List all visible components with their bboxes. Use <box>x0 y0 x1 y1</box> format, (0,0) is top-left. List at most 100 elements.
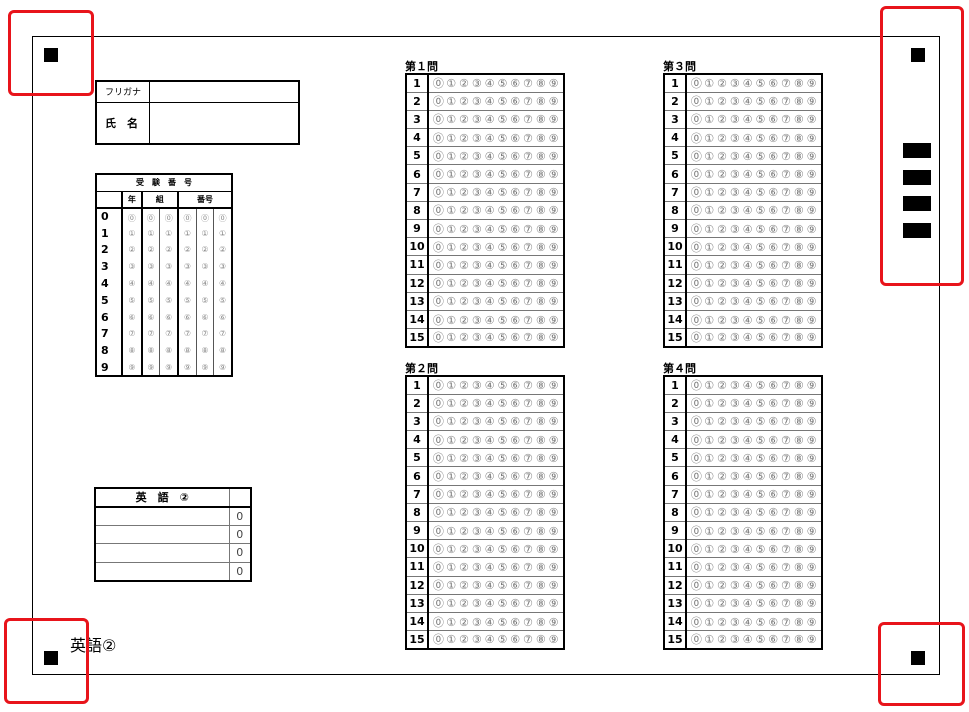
answer-bubble[interactable]: ⑨ <box>548 277 559 291</box>
answer-bubble[interactable]: ② <box>717 222 727 236</box>
answer-bubble[interactable]: ④ <box>742 77 753 91</box>
answer-bubble[interactable]: ⑨ <box>548 77 559 91</box>
answer-bubble[interactable]: ③ <box>729 579 740 593</box>
answer-bubble[interactable]: ② <box>717 633 727 647</box>
answer-bubble[interactable]: ⑥ <box>768 113 779 127</box>
answer-bubble[interactable]: ⑧ <box>535 222 546 236</box>
exam-bubble[interactable]: ③ <box>141 258 160 276</box>
answer-bubble[interactable]: ① <box>446 313 457 327</box>
answer-bubble[interactable]: ⑧ <box>793 240 804 254</box>
answer-bubble[interactable]: ② <box>459 506 469 520</box>
answer-bubble[interactable]: ② <box>717 131 727 145</box>
answer-bubble[interactable]: ⑧ <box>793 397 804 411</box>
answer-bubble[interactable]: ④ <box>742 542 753 556</box>
answer-bubble[interactable]: ⓪ <box>690 397 702 411</box>
exam-bubble[interactable]: ② <box>159 241 180 259</box>
answer-bubble[interactable]: ⑧ <box>793 168 804 182</box>
answer-bubble[interactable]: ⑨ <box>806 168 817 182</box>
answer-bubble[interactable]: ⑥ <box>768 397 779 411</box>
answer-bubble[interactable]: ⑨ <box>548 597 559 611</box>
exam-bubble[interactable]: ⓪ <box>195 208 214 225</box>
answer-bubble[interactable]: ⑧ <box>535 379 546 393</box>
answer-bubble[interactable]: ⑨ <box>806 186 817 200</box>
answer-bubble[interactable]: ⑦ <box>523 379 533 393</box>
answer-bubble[interactable]: ② <box>717 470 727 484</box>
answer-bubble[interactable]: ⑨ <box>548 633 559 647</box>
answer-bubble[interactable]: ⑨ <box>548 258 559 272</box>
answer-bubble[interactable]: ① <box>446 222 457 236</box>
answer-bubble[interactable]: ⑨ <box>548 451 559 465</box>
answer-bubble[interactable]: ⑨ <box>806 113 817 127</box>
exam-bubble[interactable]: ④ <box>141 275 160 292</box>
answer-bubble[interactable]: ⑦ <box>523 113 533 127</box>
exam-bubble[interactable]: ③ <box>195 258 214 276</box>
answer-bubble[interactable]: ⑧ <box>535 470 546 484</box>
answer-bubble[interactable]: ⑤ <box>497 470 508 484</box>
answer-bubble[interactable]: ④ <box>484 204 495 218</box>
answer-bubble[interactable]: ⑦ <box>523 149 533 163</box>
answer-bubble[interactable]: ⑦ <box>523 506 533 520</box>
answer-bubble[interactable]: ⓪ <box>690 415 702 429</box>
exam-bubble[interactable]: ⑧ <box>213 342 232 360</box>
answer-bubble[interactable]: ⓪ <box>432 597 444 611</box>
answer-bubble[interactable]: ⑥ <box>510 379 521 393</box>
answer-bubble[interactable]: ⑥ <box>768 240 779 254</box>
answer-bubble[interactable]: ⑦ <box>523 258 533 272</box>
answer-bubble[interactable]: ⓪ <box>432 204 444 218</box>
answer-bubble[interactable]: ④ <box>742 95 753 109</box>
answer-bubble[interactable]: ⑧ <box>535 579 546 593</box>
answer-bubble[interactable]: ⑨ <box>806 506 817 520</box>
answer-bubble[interactable]: ⑤ <box>497 579 508 593</box>
answer-bubble[interactable]: ⑥ <box>768 524 779 538</box>
answer-bubble[interactable]: ⑥ <box>510 415 521 429</box>
answer-bubble[interactable]: ⓪ <box>690 597 702 611</box>
answer-bubble[interactable]: ⑨ <box>548 524 559 538</box>
answer-bubble[interactable]: ② <box>459 313 469 327</box>
exam-bubble[interactable]: ⑧ <box>195 342 214 360</box>
answer-bubble[interactable]: ③ <box>729 470 740 484</box>
answer-bubble[interactable]: ⑥ <box>510 597 521 611</box>
answer-bubble[interactable]: ③ <box>729 131 740 145</box>
answer-bubble[interactable]: ③ <box>729 415 740 429</box>
answer-bubble[interactable]: ③ <box>471 597 482 611</box>
answer-bubble[interactable]: ⓪ <box>690 222 702 236</box>
answer-bubble[interactable]: ④ <box>484 95 495 109</box>
answer-bubble[interactable]: ③ <box>729 313 740 327</box>
answer-bubble[interactable]: ② <box>717 313 727 327</box>
answer-bubble[interactable]: ① <box>704 415 715 429</box>
answer-bubble[interactable]: ⑥ <box>510 470 521 484</box>
answer-bubble[interactable]: ⑤ <box>497 597 508 611</box>
answer-bubble[interactable]: ⑥ <box>510 204 521 218</box>
answer-bubble[interactable]: ⑦ <box>523 331 533 345</box>
answer-bubble[interactable]: ② <box>717 149 727 163</box>
answer-bubble[interactable]: ⓪ <box>690 331 702 345</box>
answer-bubble[interactable]: ⑤ <box>755 258 766 272</box>
exam-bubble[interactable]: ⑨ <box>121 359 143 376</box>
answer-bubble[interactable]: ② <box>459 222 469 236</box>
answer-bubble[interactable]: ① <box>446 95 457 109</box>
answer-bubble[interactable]: ⑤ <box>755 488 766 502</box>
answer-bubble[interactable]: ② <box>717 433 727 447</box>
answer-bubble[interactable]: ⑥ <box>768 433 779 447</box>
answer-bubble[interactable]: ⑤ <box>755 168 766 182</box>
answer-bubble[interactable]: ⑨ <box>806 633 817 647</box>
answer-bubble[interactable]: ② <box>459 633 469 647</box>
answer-bubble[interactable]: ④ <box>484 379 495 393</box>
answer-bubble[interactable]: ⑨ <box>548 506 559 520</box>
answer-bubble[interactable]: ⓪ <box>690 258 702 272</box>
exam-bubble[interactable]: ⑦ <box>141 325 160 343</box>
exam-bubble[interactable]: ⑤ <box>159 291 180 309</box>
answer-bubble[interactable]: ⑦ <box>781 597 791 611</box>
answer-bubble[interactable]: ② <box>717 168 727 182</box>
answer-bubble[interactable]: ⓪ <box>690 488 702 502</box>
answer-bubble[interactable]: ⓪ <box>432 131 444 145</box>
answer-bubble[interactable]: ⑨ <box>806 542 817 556</box>
answer-bubble[interactable]: ⓪ <box>432 451 444 465</box>
answer-bubble[interactable]: ① <box>446 149 457 163</box>
answer-bubble[interactable]: ③ <box>729 488 740 502</box>
answer-bubble[interactable]: ⑥ <box>510 579 521 593</box>
answer-bubble[interactable]: ② <box>459 451 469 465</box>
exam-bubble[interactable]: ⑥ <box>213 308 232 326</box>
answer-bubble[interactable]: ① <box>704 633 715 647</box>
answer-bubble[interactable]: ⓪ <box>690 204 702 218</box>
